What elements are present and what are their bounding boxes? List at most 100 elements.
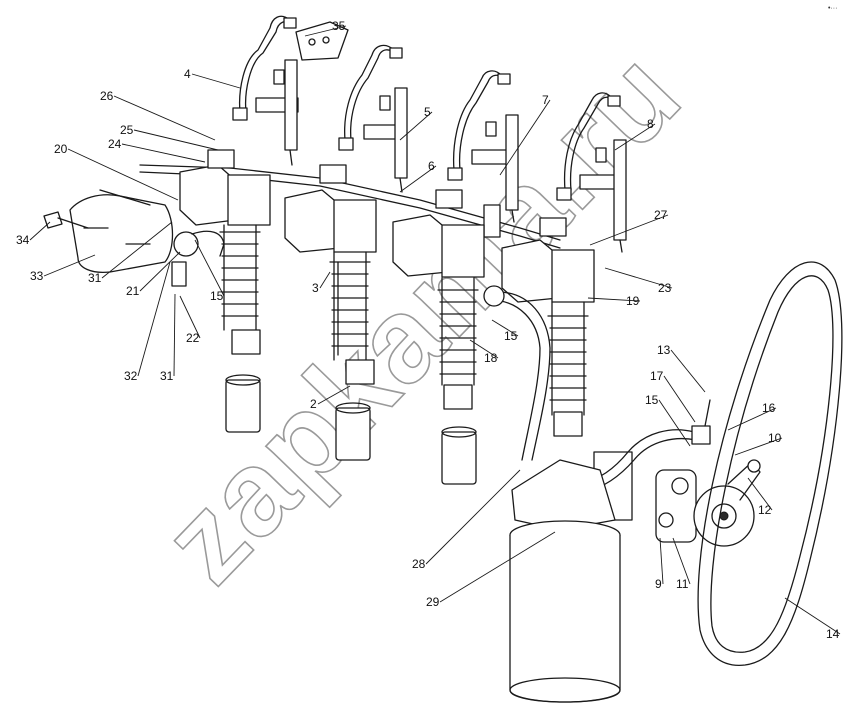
leader-line — [173, 293, 176, 377]
callout-c10: 10 — [734, 431, 783, 456]
callout-number: 10 — [768, 431, 782, 445]
callout-c20: 20 — [54, 142, 179, 201]
callout-number: 29 — [426, 595, 440, 609]
injector-2 — [363, 87, 408, 193]
leader-line — [194, 239, 225, 297]
leader-line — [672, 537, 691, 585]
callout-number: 15 — [210, 289, 224, 303]
callout-number: 11 — [676, 577, 689, 591]
callout-number: 5 — [424, 105, 431, 119]
fuel-pump-drive — [655, 399, 761, 547]
callout-number: 18 — [484, 351, 498, 365]
callout-c33: 33 — [30, 254, 96, 283]
callout-c4: 4 — [184, 67, 241, 89]
leader-line — [399, 165, 437, 193]
pump-1 — [179, 149, 271, 355]
callout-c13: 13 — [657, 343, 706, 393]
leader-line — [113, 95, 216, 141]
callout-c31a: 31 — [88, 221, 173, 285]
callout-c29: 29 — [426, 531, 556, 609]
callout-number: 3 — [312, 281, 319, 295]
callout-c14: 14 — [784, 597, 841, 641]
injector-1 — [255, 59, 299, 166]
leader-line — [43, 254, 96, 277]
callout-c31b: 31 — [160, 293, 176, 383]
tappets — [225, 374, 477, 485]
callout-number: 9 — [655, 577, 662, 591]
callout-c7: 7 — [499, 93, 551, 176]
callout-c22: 22 — [179, 295, 201, 345]
leader-line — [589, 214, 669, 246]
leader-line — [604, 267, 673, 289]
callout-number: 24 — [108, 137, 122, 151]
leader-line — [747, 477, 773, 511]
leader-line — [499, 99, 551, 176]
callout-number: 7 — [542, 93, 549, 107]
callout-number: 17 — [650, 369, 664, 383]
pump-2 — [284, 164, 377, 385]
callout-number: 12 — [758, 503, 772, 517]
callout-number: 21 — [126, 284, 140, 298]
callout-c27: 27 — [589, 208, 669, 246]
callout-number: 34 — [16, 233, 30, 247]
callout-number: 15 — [645, 393, 659, 407]
callout-number: 6 — [428, 159, 435, 173]
leader-line — [491, 319, 519, 337]
callout-number: 33 — [30, 269, 44, 283]
bracket-33 — [43, 189, 225, 287]
callout-c8: 8 — [614, 117, 656, 151]
leader-line — [133, 129, 219, 151]
leader-line — [67, 148, 179, 201]
callout-c15a: 15 — [194, 239, 225, 303]
injector-4 — [579, 139, 627, 253]
callout-c28: 28 — [412, 469, 521, 571]
pump-3 — [392, 189, 485, 410]
injectors — [255, 59, 627, 253]
callout-c5: 5 — [399, 105, 433, 141]
leader-line — [469, 339, 499, 359]
callout-number: 35 — [332, 19, 346, 33]
callout-number: 28 — [412, 557, 426, 571]
leader-line — [587, 297, 641, 302]
callout-number: 31 — [160, 369, 174, 383]
leader-line — [658, 399, 691, 447]
callout-c2: 2 — [310, 385, 351, 411]
leader-line — [784, 597, 841, 635]
leader-line — [727, 407, 777, 431]
callout-c16: 16 — [727, 401, 777, 431]
belt-14 — [697, 261, 843, 666]
pump-4 — [501, 217, 595, 437]
leader-line — [179, 295, 201, 339]
callout-c23: 23 — [604, 267, 673, 295]
callout-c15b: 15 — [491, 319, 519, 343]
callout-c17: 17 — [650, 369, 696, 423]
leader-line — [670, 349, 706, 393]
leader-line — [101, 221, 173, 279]
callout-number: 26 — [100, 89, 114, 103]
callout-c19: 19 — [587, 294, 641, 308]
callout-number: 27 — [654, 208, 668, 222]
callout-c15c: 15 — [645, 393, 691, 447]
leader-line — [139, 251, 181, 292]
callout-number: 31 — [88, 271, 102, 285]
leader-line — [191, 73, 241, 89]
callout-c12: 12 — [747, 477, 773, 517]
leader-line — [317, 385, 351, 405]
corner-mark: •··· — [828, 5, 837, 12]
leader-line — [29, 221, 51, 241]
callout-number: 32 — [124, 369, 138, 383]
leader-line — [425, 469, 521, 565]
callout-c3: 3 — [312, 271, 331, 295]
callout-c25: 25 — [120, 123, 219, 151]
high-pressure-pipes — [232, 15, 621, 201]
callout-c35: 35 — [304, 19, 347, 37]
callout-c32: 32 — [124, 261, 171, 383]
callout-number: 14 — [826, 627, 840, 641]
unit-pumps — [179, 149, 595, 437]
callout-c6: 6 — [399, 159, 437, 193]
bracket-35 — [295, 21, 349, 61]
callout-number: 15 — [504, 329, 518, 343]
